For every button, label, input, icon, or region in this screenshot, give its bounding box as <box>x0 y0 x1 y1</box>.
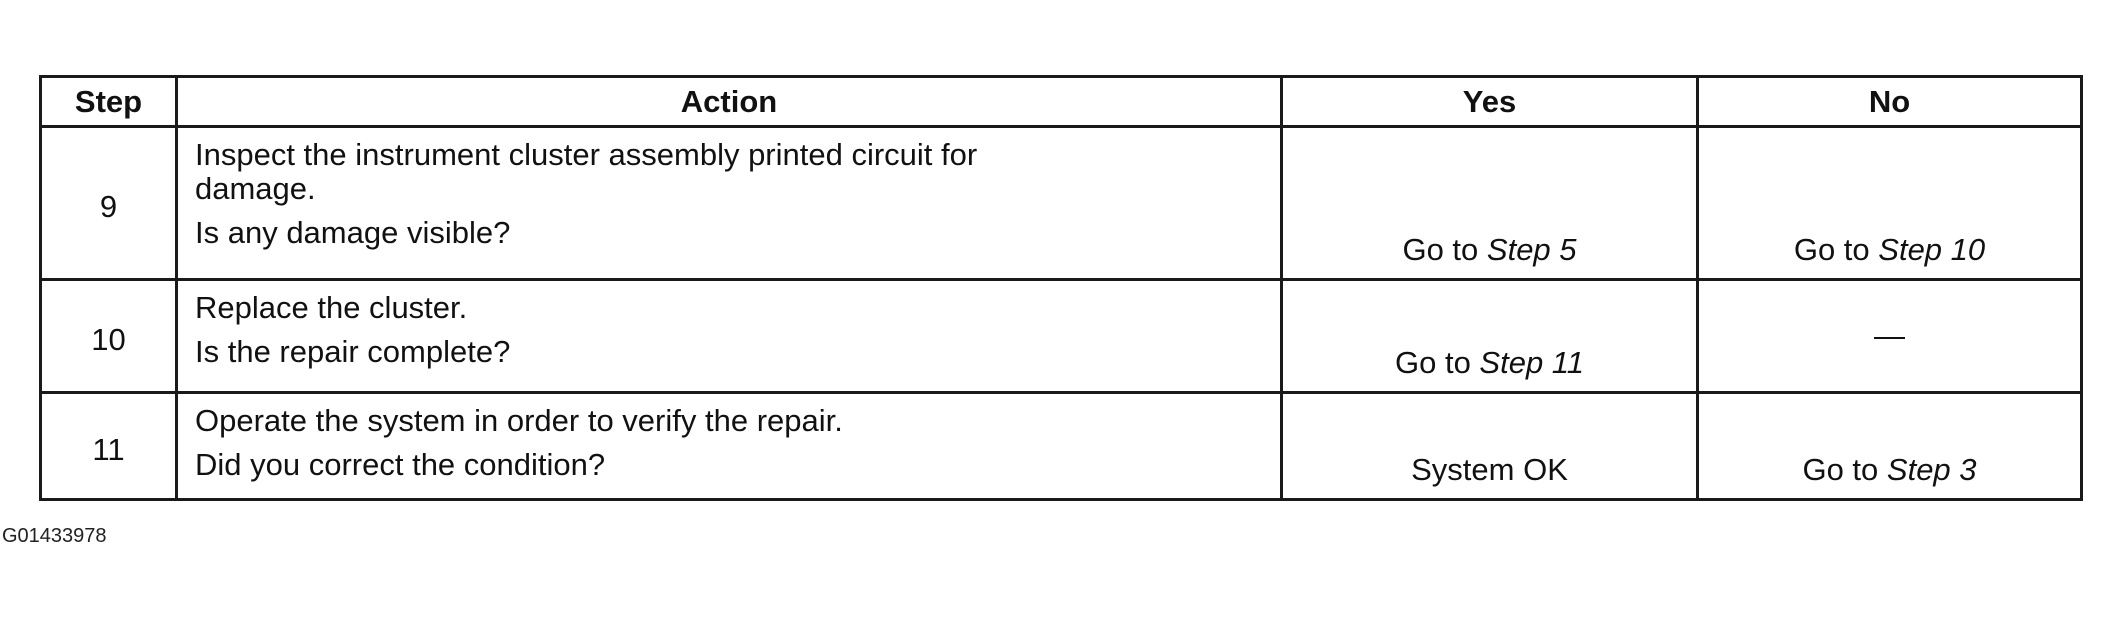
action-text: damage. <box>195 171 316 206</box>
table-row: 9 Inspect the instrument cluster assembl… <box>39 125 2083 281</box>
no-prefix: Go to <box>1793 232 1879 267</box>
step-reference: Step 3 <box>1886 452 1977 487</box>
no-prefix: Go to <box>1802 452 1887 487</box>
header-action: Action <box>175 75 1283 128</box>
header-row: Step Action Yes No <box>39 75 2083 128</box>
step-number: 11 <box>39 391 178 501</box>
yes-prefix: Go to <box>1394 345 1480 380</box>
yes-prefix: Go to <box>1402 232 1487 267</box>
yes-cell: System OK <box>1280 391 1699 501</box>
table-row: 11 Operate the system in order to verify… <box>39 391 2083 501</box>
step-number: 10 <box>39 278 178 394</box>
action-cell: Operate the system in order to verify th… <box>175 391 1283 501</box>
step-reference: Step 11 <box>1479 345 1584 380</box>
yes-cell: Go to Step 11 <box>1280 278 1699 394</box>
action-cell: Inspect the instrument cluster assembly … <box>175 125 1283 281</box>
diagnostic-table: Step Action Yes No 9 Inspect the instrum… <box>39 75 2083 501</box>
action-text: Inspect the instrument cluster assembly … <box>195 137 978 172</box>
action-text: Operate the system in order to verify th… <box>195 403 843 438</box>
action-question: Did you correct the condition? <box>195 447 606 482</box>
no-cell: — <box>1696 278 2083 394</box>
header-yes: Yes <box>1280 75 1699 128</box>
step-reference: Step 10 <box>1878 232 1986 267</box>
header-no: No <box>1696 75 2083 128</box>
yes-text: System OK <box>1411 452 1568 487</box>
action-question: Is any damage visible? <box>195 215 511 250</box>
action-cell: Replace the cluster. Is the repair compl… <box>175 278 1283 394</box>
yes-cell: Go to Step 5 <box>1280 125 1699 281</box>
step-reference: Step 5 <box>1486 232 1577 267</box>
action-question: Is the repair complete? <box>195 334 511 369</box>
dash-text: — <box>1874 318 1905 353</box>
header-step: Step <box>39 75 178 128</box>
table-row: 10 Replace the cluster. Is the repair co… <box>39 278 2083 394</box>
no-cell: Go to Step 3 <box>1696 391 2083 501</box>
figure-id: G01433978 <box>2 525 107 547</box>
step-number: 9 <box>39 125 178 281</box>
no-cell: Go to Step 10 <box>1696 125 2083 281</box>
action-text: Replace the cluster. <box>195 290 468 325</box>
